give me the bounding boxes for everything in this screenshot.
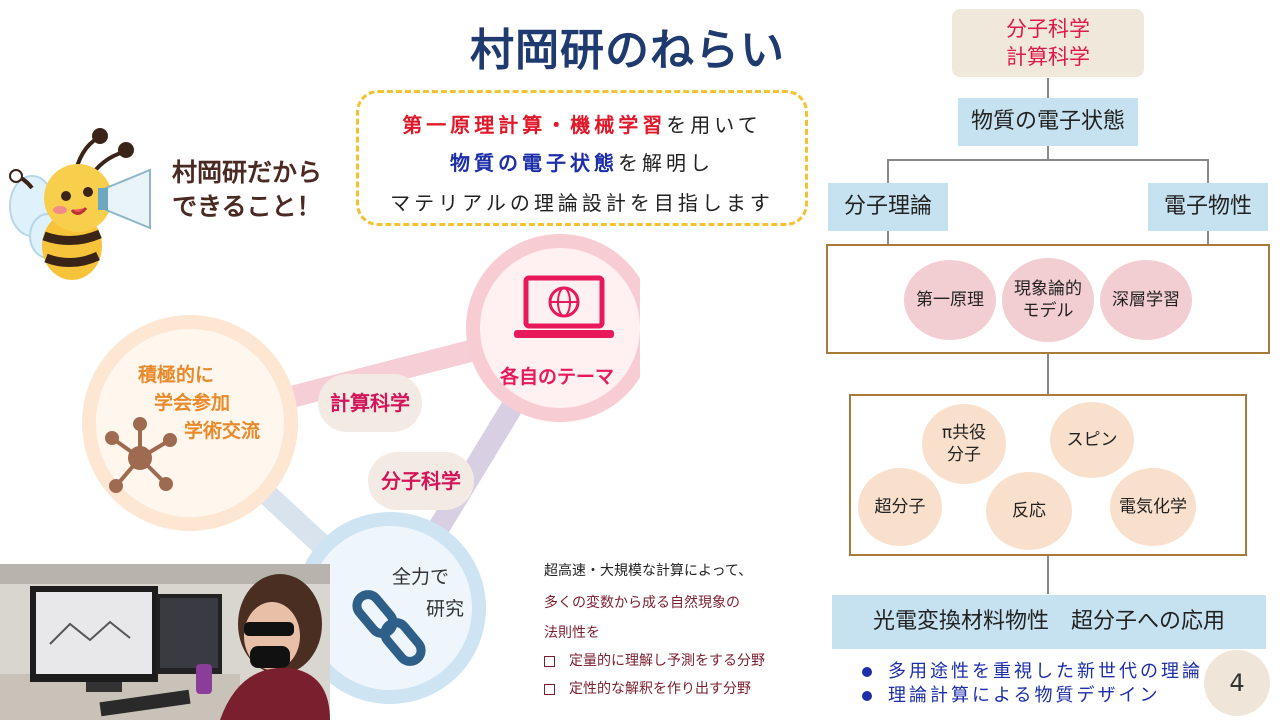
research-line2: 研究 bbox=[426, 598, 465, 620]
method-text: 現象論的 bbox=[1014, 279, 1082, 299]
connector bbox=[1047, 554, 1049, 594]
topic-text: スピン bbox=[1066, 430, 1118, 450]
method-bubble: 現象論的モデル bbox=[1002, 258, 1094, 342]
method-bubble: 第一原理 bbox=[904, 260, 996, 340]
triangle-connectors bbox=[82, 234, 640, 704]
method-text: モデル bbox=[1022, 301, 1074, 321]
connector bbox=[1047, 352, 1049, 394]
research-triangle-diagram: 積極的に 学会参加 学術交流 各自のテーマ 全力で 研究 計算科学 分子科学 bbox=[80, 228, 640, 718]
goal-line2: 物質の電子状態を解明し bbox=[359, 147, 805, 176]
pill-computational-science: 計算科学 bbox=[318, 374, 422, 432]
academic-line3: 学術交流 bbox=[184, 420, 261, 442]
catchphrase-line2: できること！ bbox=[172, 192, 322, 221]
academic-line1: 積極的に bbox=[138, 364, 215, 386]
topic-text: 反応 bbox=[1012, 501, 1046, 521]
bullet-item: 多用途性を重視した新世代の理論 bbox=[862, 660, 1203, 684]
root-line1: 分子科学 bbox=[1006, 17, 1090, 41]
connector bbox=[888, 159, 1208, 161]
goal-line2-rest: を解明し bbox=[618, 151, 714, 175]
connector bbox=[1047, 146, 1049, 160]
theme-label: 各自のテーマ bbox=[500, 366, 615, 388]
bullet-dot-icon bbox=[862, 667, 872, 677]
topic-text: 超分子 bbox=[874, 497, 926, 517]
academic-line2: 学会参加 bbox=[154, 392, 231, 414]
bullet-dot-icon bbox=[862, 691, 872, 701]
topic-bubble: 電気化学 bbox=[1110, 468, 1196, 546]
page-title: 村岡研のねらい bbox=[470, 25, 785, 76]
pill-molecular-science: 分子科学 bbox=[368, 452, 474, 510]
desc-item2: 定性的な解釈を作り出す分野 bbox=[544, 678, 751, 698]
catchphrase: 村岡研だから できること！ bbox=[172, 156, 322, 224]
bullet-list: 多用途性を重視した新世代の理論 理論計算による物質デザイン bbox=[862, 660, 1203, 708]
bullet-item: 理論計算による物質デザイン bbox=[862, 684, 1203, 708]
goal-line1-rest: を用いて bbox=[666, 113, 762, 137]
method-text: 深層学習 bbox=[1112, 290, 1180, 310]
desc-item2-text: 定性的な解釈を作り出す分野 bbox=[569, 681, 751, 697]
electronic-state-box: 物質の電子状態 bbox=[958, 98, 1138, 146]
bullet-text: 多用途性を重視した新世代の理論 bbox=[888, 661, 1203, 682]
goal-box: 第一原理計算・機械学習を用いて 物質の電子状態を解明し マテリアルの理論設計を目… bbox=[356, 90, 808, 226]
topic-text: 分子 bbox=[947, 445, 981, 465]
desc-line2: 多くの変数から成る自然現象の bbox=[544, 595, 740, 611]
topic-bubble: 超分子 bbox=[858, 468, 942, 546]
application-box: 光電変換材料物性 超分子への応用 bbox=[832, 595, 1266, 649]
root-box: 分子科学 計算科学 bbox=[952, 9, 1144, 77]
goal-line2-highlight: 物質の電子状態 bbox=[450, 151, 618, 175]
connector bbox=[887, 230, 889, 244]
catchphrase-line1: 村岡研だから bbox=[172, 158, 323, 187]
connector bbox=[1207, 159, 1209, 183]
topic-text: 電気化学 bbox=[1119, 497, 1187, 517]
network-icon bbox=[105, 417, 177, 493]
topic-bubble: スピン bbox=[1050, 402, 1134, 478]
academic-circle-inner bbox=[96, 329, 284, 517]
desc-line1: 超高速・大規模な計算によって、 bbox=[544, 563, 753, 579]
connector bbox=[1047, 78, 1049, 98]
bullet-text: 理論計算による物質デザイン bbox=[888, 685, 1161, 706]
methods-frame bbox=[826, 244, 1270, 354]
desc-item1-text: 定量的に理解し予測をする分野 bbox=[569, 653, 765, 669]
method-text: 第一原理 bbox=[916, 290, 984, 310]
page-number: 4 bbox=[1204, 650, 1270, 716]
desc-line3: 法則性を bbox=[544, 625, 600, 641]
connector bbox=[1207, 230, 1209, 244]
goal-line3: マテリアルの理論設計を目指します bbox=[390, 191, 774, 215]
checkbox-square-icon bbox=[544, 683, 555, 695]
bee-mascot-icon bbox=[9, 128, 151, 280]
workstation-image bbox=[0, 564, 330, 720]
molecular-theory-box: 分子理論 bbox=[828, 183, 948, 231]
checkbox-square-icon bbox=[544, 655, 555, 667]
laptop-globe-icon bbox=[514, 275, 614, 338]
desc-item1: 定量的に理解し予測をする分野 bbox=[544, 650, 765, 670]
method-bubble: 深層学習 bbox=[1100, 260, 1192, 340]
root-line2: 計算科学 bbox=[1006, 45, 1090, 69]
researcher-photo bbox=[0, 564, 330, 720]
topics-frame bbox=[849, 394, 1247, 556]
research-line1: 全力で bbox=[392, 566, 450, 588]
topic-bubble: 反応 bbox=[986, 472, 1072, 550]
electronic-properties-box: 電子物性 bbox=[1148, 183, 1268, 231]
goal-line1-highlight: 第一原理計算・機械学習 bbox=[402, 113, 667, 137]
chain-link-icon bbox=[352, 590, 426, 666]
topic-bubble: π共役分子 bbox=[922, 404, 1006, 484]
connector bbox=[887, 159, 889, 183]
topic-text: π共役 bbox=[941, 423, 987, 443]
goal-line1: 第一原理計算・機械学習を用いて bbox=[359, 109, 805, 138]
